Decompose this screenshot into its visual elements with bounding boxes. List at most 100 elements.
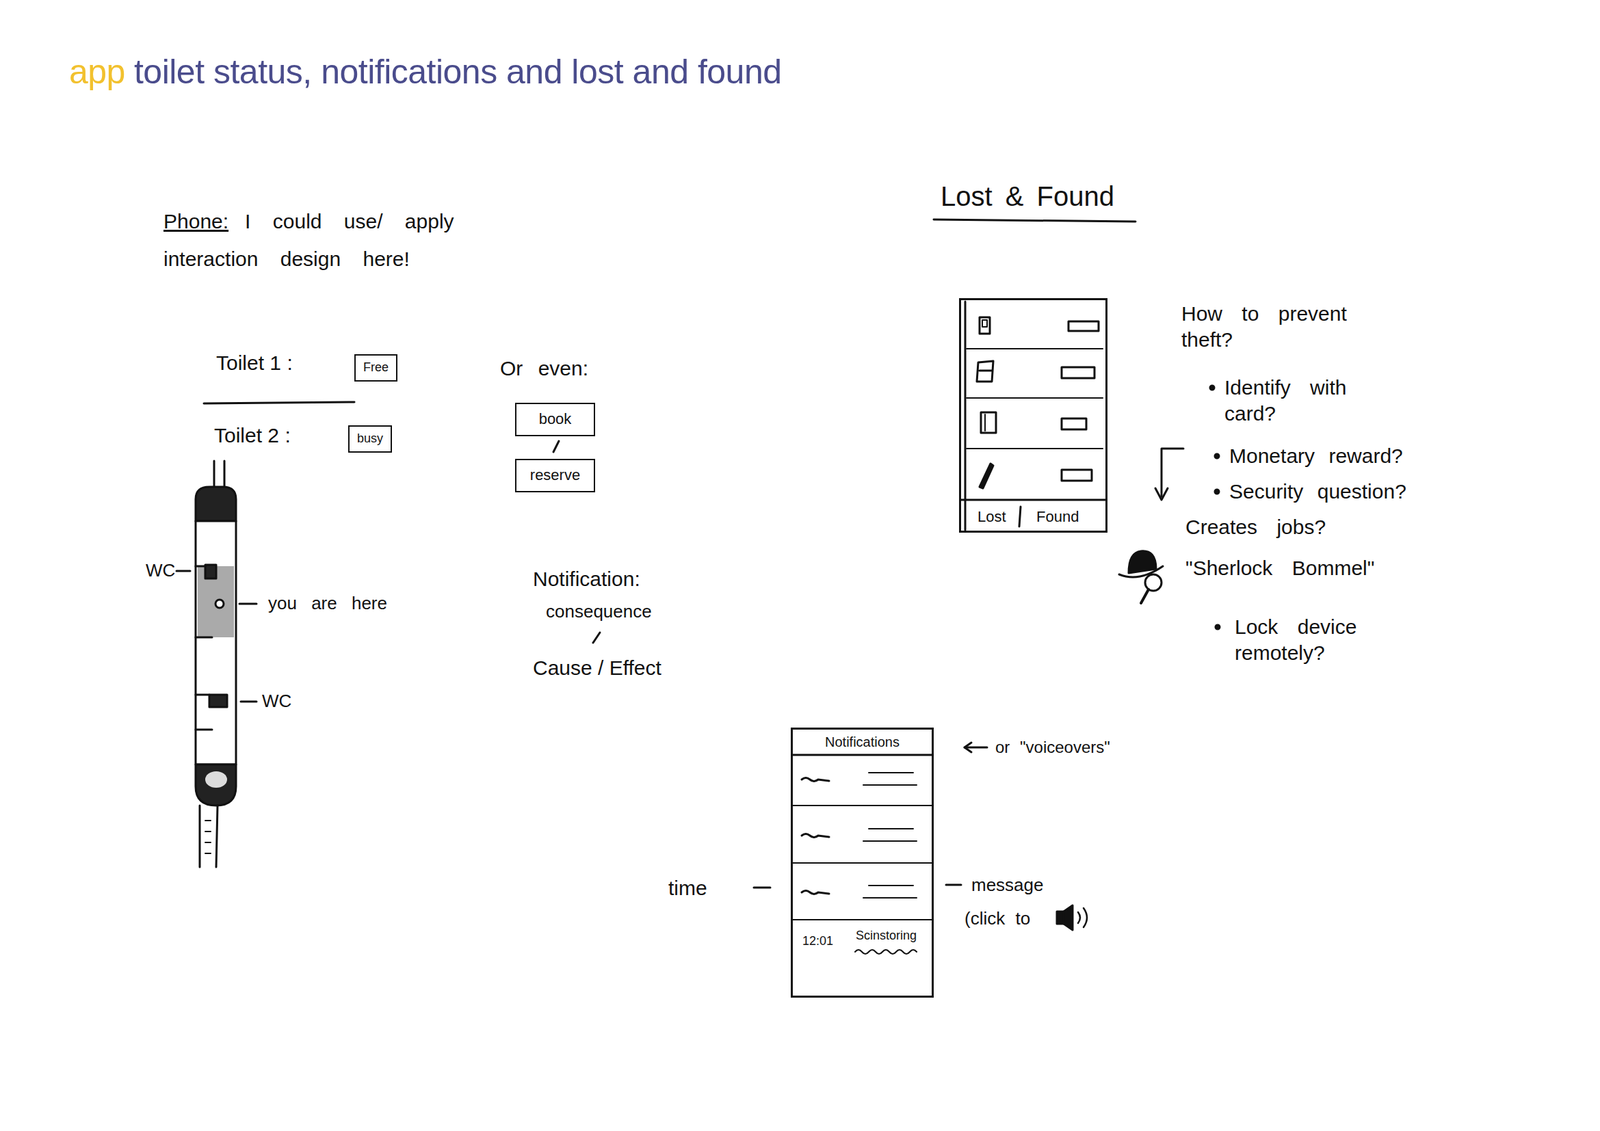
- annotation: or "voiceovers": [995, 737, 1111, 758]
- tube-rear-window: [205, 771, 228, 789]
- phone-screen: Notifications 12:01 Scinstoring: [790, 727, 934, 999]
- item-button: [1068, 321, 1099, 332]
- item-icon: [979, 463, 994, 489]
- toilet-label: Toilet 1 :: [216, 350, 293, 377]
- tube-rail: [213, 461, 216, 488]
- note-paragraph: Phone:I could use/ apply interaction des…: [163, 202, 533, 278]
- bullet-text: Lock device remotely?: [1234, 614, 1393, 666]
- title-prefix: app: [69, 50, 126, 94]
- or-slash: [553, 441, 559, 453]
- message-scribble: [863, 772, 917, 786]
- annotation: message: [971, 874, 1044, 897]
- leader-dash: [946, 884, 962, 887]
- bullet-dot: [1214, 454, 1219, 459]
- sound-waves: [1078, 908, 1087, 928]
- tab-bar-line: [961, 499, 1106, 502]
- leader-dash: [753, 887, 771, 890]
- time-scribble: [801, 834, 830, 838]
- item-icon: [976, 361, 994, 382]
- note-text: Or even:: [500, 355, 589, 382]
- bullet-text: Monetary reward?: [1229, 443, 1403, 470]
- button-label: busy: [357, 430, 384, 447]
- note-text: How to prevent theft?: [1181, 300, 1380, 353]
- wavy-underline: [855, 950, 917, 955]
- or-slash: [593, 632, 600, 644]
- annotation: (click to: [964, 907, 1031, 931]
- annotation: time: [668, 875, 708, 902]
- bullet-dot: [1215, 625, 1220, 630]
- arrow-head: [1155, 488, 1168, 501]
- item-button: [1061, 418, 1087, 430]
- screen-text: Lost: [977, 507, 1007, 527]
- phone-edge: [964, 301, 967, 531]
- note-text: Cause / Effect: [532, 655, 662, 682]
- action-button: reserve: [515, 458, 596, 493]
- page-title: toilet status, notifications and lost an…: [134, 50, 782, 94]
- position-marker: [215, 599, 224, 609]
- speaker-icon: [1063, 905, 1073, 931]
- button-label: reserve: [530, 465, 581, 485]
- item-icon: [980, 412, 996, 434]
- row-divider: [203, 402, 355, 404]
- list-divider: [966, 348, 1103, 449]
- magnifier: [1141, 589, 1149, 604]
- leader-dash: [176, 570, 191, 573]
- tab-divider: [1019, 506, 1021, 527]
- leader-dash: [240, 701, 257, 704]
- list-divider: [792, 805, 932, 921]
- item-icon: [984, 414, 986, 431]
- tube-rail: [223, 461, 226, 488]
- tube-front: [195, 487, 236, 522]
- item-button: [1061, 469, 1092, 481]
- leader-dash: [239, 603, 257, 606]
- action-button: book: [515, 402, 596, 437]
- magnifier: [1145, 574, 1162, 592]
- status-button: busy: [348, 425, 392, 453]
- detective-hat: [1128, 551, 1157, 574]
- screen-header: Notifications: [824, 733, 900, 752]
- bullet-dot: [1214, 489, 1219, 494]
- status-button: Free: [354, 354, 398, 382]
- tube-rear: [195, 764, 236, 806]
- button-label: Free: [363, 359, 389, 376]
- note-text: "Sherlock Bommel": [1185, 555, 1375, 582]
- heading-underline: [933, 219, 1136, 222]
- location-label: WC: [261, 690, 292, 713]
- message-scribble: [863, 829, 917, 842]
- tube-body: [195, 521, 236, 765]
- header-line: [792, 754, 932, 757]
- item-button: [1061, 367, 1095, 379]
- wc-marker: [205, 565, 217, 579]
- bullet-dot: [1210, 385, 1215, 390]
- section-heading: Lost & Found: [940, 179, 1115, 214]
- location-label: you are here: [268, 592, 388, 615]
- wc-marker: [209, 694, 228, 708]
- phone-screen: Lost Found: [959, 298, 1108, 533]
- bracket-arrow: [1161, 448, 1184, 497]
- button-label: book: [539, 409, 572, 429]
- screen-text: Scinstoring: [855, 928, 917, 944]
- car-divider: [195, 636, 213, 639]
- toilet-label: Toilet 2 :: [214, 422, 291, 449]
- note-text: Notification:: [532, 566, 641, 593]
- time-scribble: [801, 891, 830, 895]
- car-divider: [195, 729, 213, 732]
- item-icon: [982, 320, 988, 327]
- tube-track: [199, 805, 218, 868]
- note-text: consequence: [545, 600, 652, 624]
- bullet-text: Identify with card?: [1224, 374, 1382, 427]
- note-heading: Phone:: [163, 210, 229, 233]
- note-text: Creates jobs?: [1185, 514, 1326, 541]
- track-ticks: [205, 820, 211, 854]
- car-divider: [195, 565, 206, 568]
- message-scribble: [863, 885, 917, 899]
- time-scribble: [801, 778, 830, 782]
- leader-arrow: [964, 746, 988, 750]
- bullet-text: Security question?: [1229, 478, 1407, 505]
- location-label: WC: [145, 559, 176, 583]
- screen-text: 12:01: [802, 933, 834, 950]
- arrow-head: [964, 742, 972, 753]
- car-divider: [195, 694, 210, 697]
- item-icon: [979, 317, 990, 334]
- screen-text: Found: [1036, 507, 1079, 527]
